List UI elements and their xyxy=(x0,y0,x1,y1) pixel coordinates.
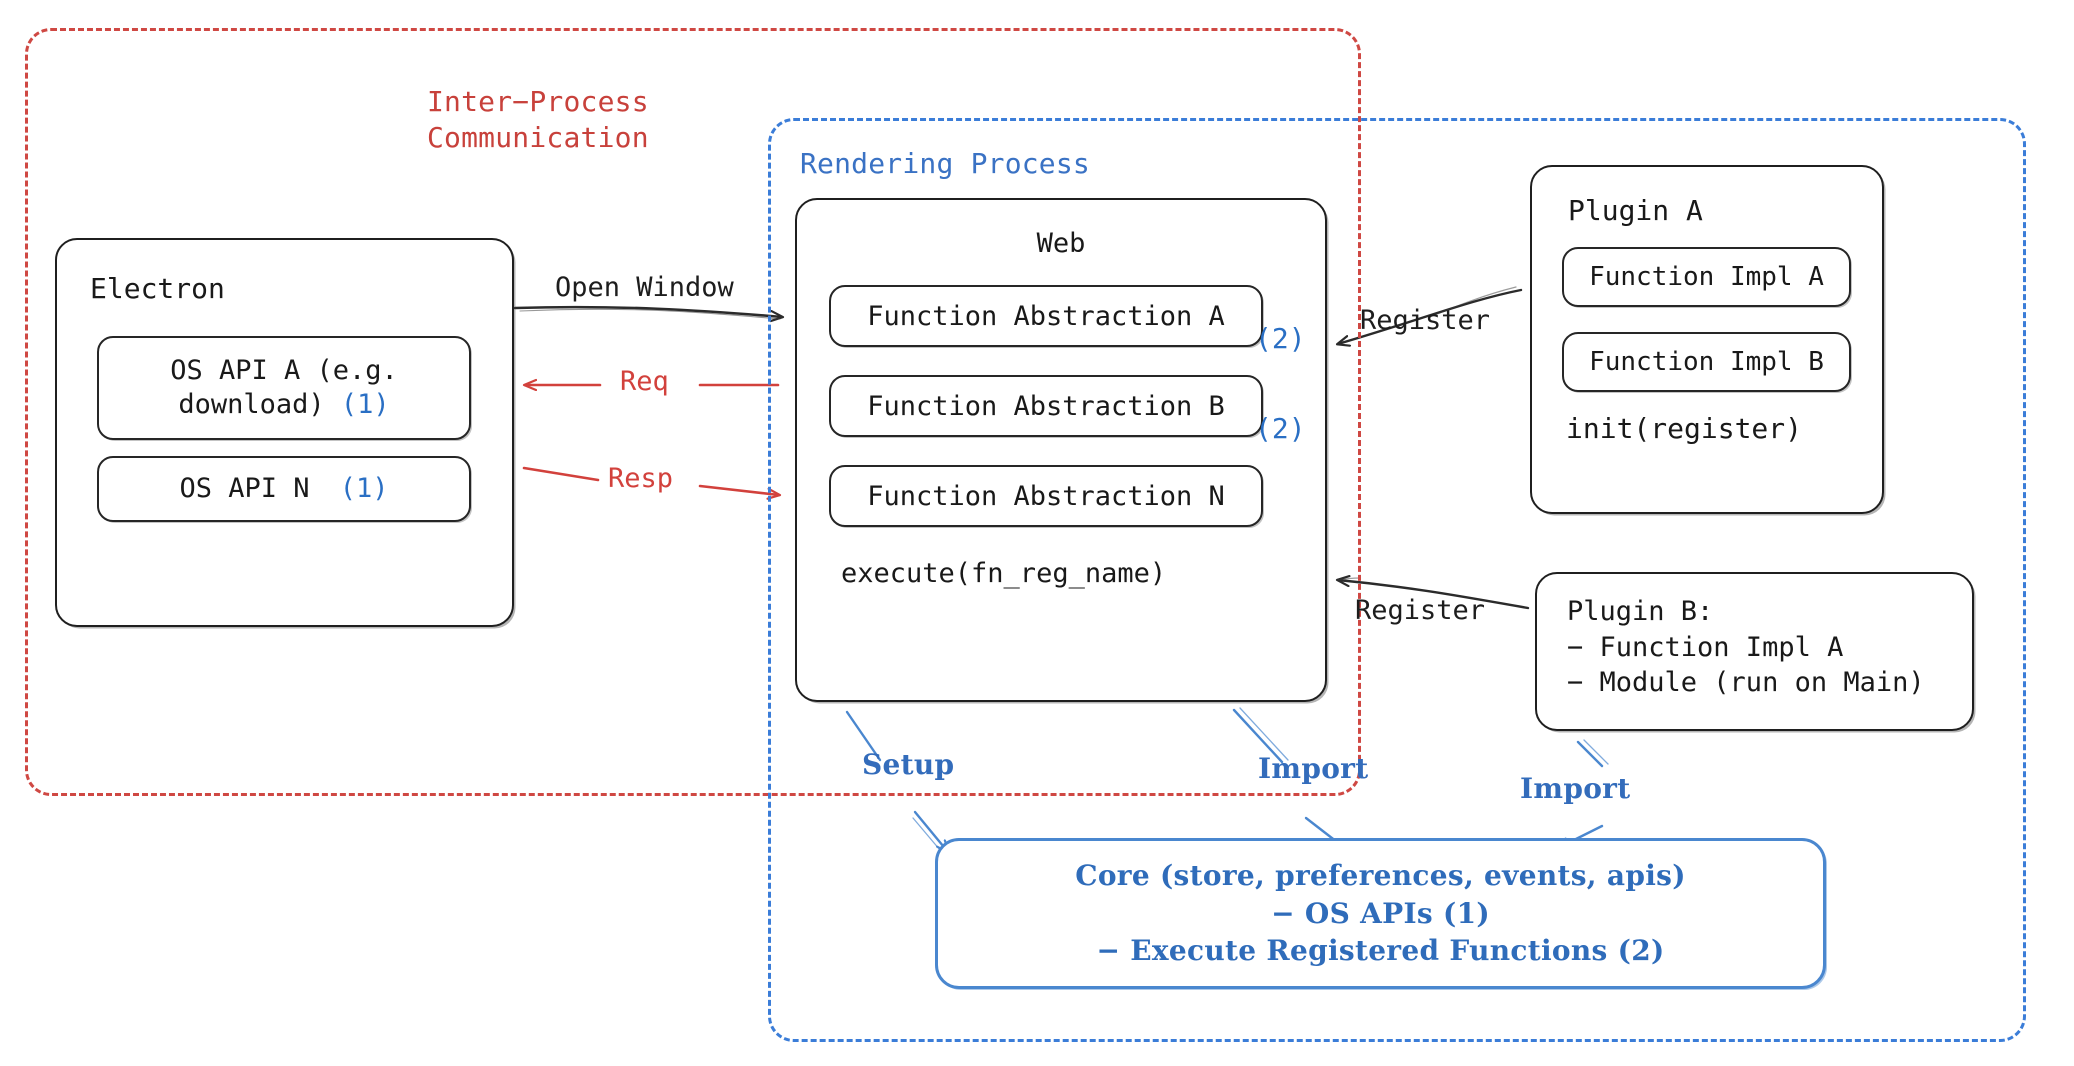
edge-label-register-plugin-b: Register xyxy=(1355,595,1486,626)
os-api-n-box[interactable]: OS API N (1) xyxy=(97,456,471,522)
core-text: Core (store, preferences, events, apis) … xyxy=(1075,858,1686,968)
edge-label-import-web: Import xyxy=(1258,752,1369,785)
os-api-n-badge: (1) xyxy=(339,473,389,505)
plugin-b-text: Plugin B: − Function Impl A − Module (ru… xyxy=(1567,596,1925,699)
edge-label-import-plugin-b: Import xyxy=(1520,772,1631,805)
os-api-a-label: OS API A (e.g. download) xyxy=(170,355,398,420)
function-abstraction-b-label: Function Abstraction B xyxy=(867,390,1225,422)
region-inter-process-communication xyxy=(25,28,1361,796)
function-impl-b-label: Function Impl B xyxy=(1589,347,1824,377)
edge-label-register-plugin-a: Register xyxy=(1360,305,1491,336)
os-api-a-box[interactable]: OS API A (e.g. download) (1) xyxy=(97,336,471,440)
function-impl-b-box[interactable]: Function Impl B xyxy=(1562,332,1851,392)
edge-label-open-window: Open Window xyxy=(555,272,734,303)
function-impl-a-label: Function Impl A xyxy=(1589,262,1824,292)
function-abstraction-n-box[interactable]: Function Abstraction N xyxy=(829,465,1263,527)
web-title: Web xyxy=(1036,228,1086,259)
function-abstraction-a-badge: (2) xyxy=(1255,322,1306,355)
web-execute-label: execute(fn_reg_name) xyxy=(841,558,1167,589)
function-abstraction-a-box[interactable]: Function Abstraction A xyxy=(829,285,1263,347)
core-box[interactable]: Core (store, preferences, events, apis) … xyxy=(935,838,1826,989)
os-api-n-label: OS API N xyxy=(179,473,310,505)
web-box[interactable]: Web Function Abstraction A Function Abst… xyxy=(795,198,1327,702)
plugin-a-title: Plugin A xyxy=(1568,194,1703,227)
plugin-a-box[interactable]: Plugin A Function Impl A Function Impl B… xyxy=(1530,165,1884,514)
region-label-ipc: Inter−Process Communication xyxy=(427,85,649,154)
edge-label-setup: Setup xyxy=(862,748,955,781)
region-rendering-process xyxy=(768,118,2026,1042)
function-abstraction-n-label: Function Abstraction N xyxy=(867,480,1225,512)
electron-box[interactable]: Electron OS API A (e.g. download) (1) OS… xyxy=(55,238,514,627)
edge-label-resp: Resp xyxy=(608,463,674,494)
plugin-b-box[interactable]: Plugin B: − Function Impl A − Module (ru… xyxy=(1535,572,1974,731)
function-impl-a-box[interactable]: Function Impl A xyxy=(1562,247,1851,307)
electron-title: Electron xyxy=(90,272,225,305)
region-label-rendering-process: Rendering Process xyxy=(800,147,1090,180)
plugin-a-init-label: init(register) xyxy=(1566,412,1803,445)
function-abstraction-a-label: Function Abstraction A xyxy=(867,300,1225,332)
function-abstraction-b-box[interactable]: Function Abstraction B xyxy=(829,375,1263,437)
os-api-a-badge: (1) xyxy=(340,389,390,420)
edge-label-req: Req xyxy=(620,366,669,397)
function-abstraction-b-badge: (2) xyxy=(1255,412,1306,445)
